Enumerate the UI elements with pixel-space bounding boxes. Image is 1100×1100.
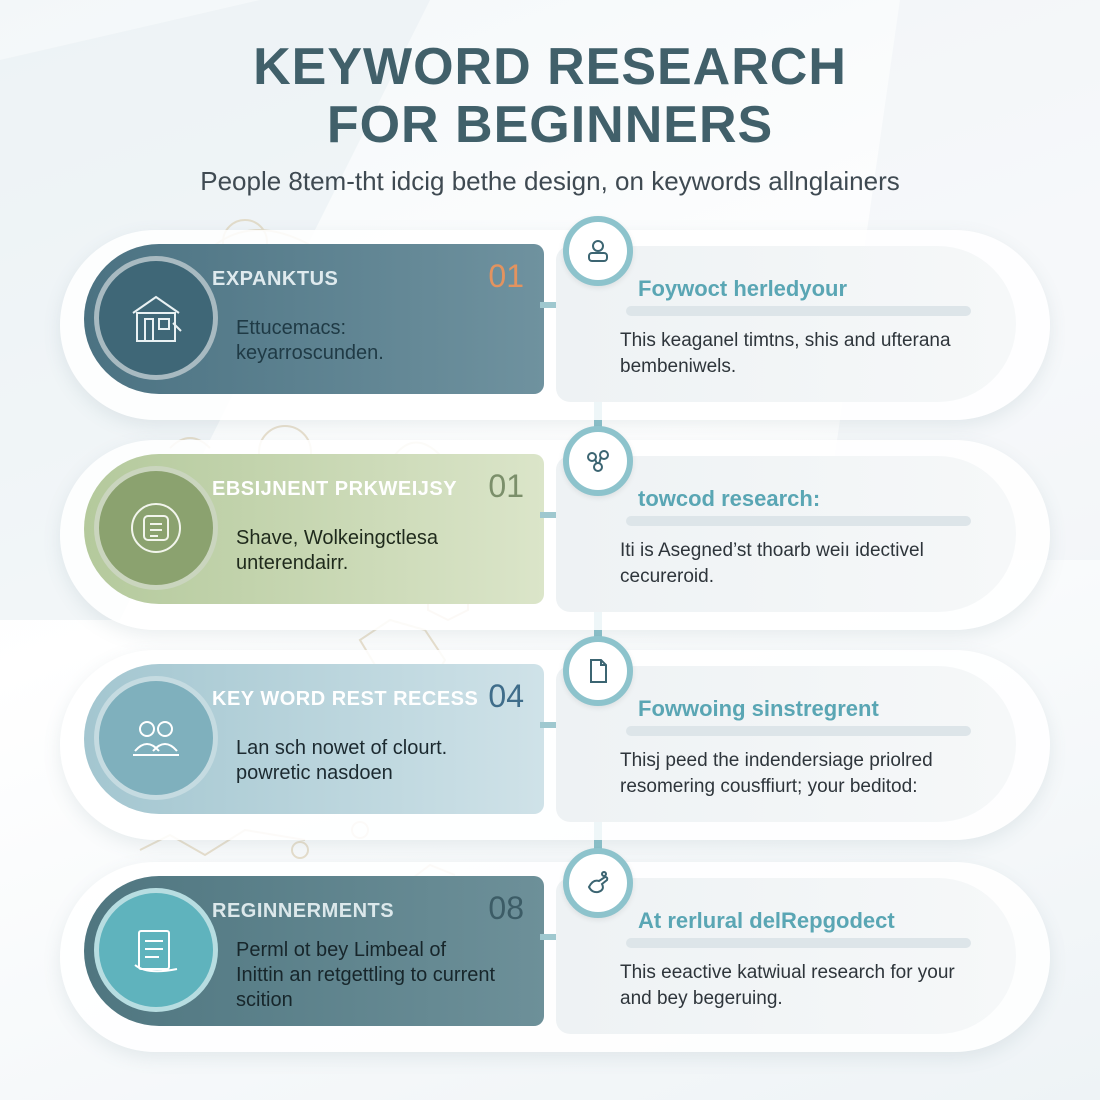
detail-divider (626, 516, 971, 526)
description-line: Shave, Wolkeingctlesa (236, 527, 438, 549)
detail-title: Fowwoing sinstregrent (638, 696, 879, 721)
step-number: 08 (488, 890, 524, 926)
step-detail-card: towcod research: Iti is Asegned’st thoar… (556, 456, 1016, 612)
description-line: Thisj peed the indendersiage priolred (620, 750, 933, 771)
step-description: Lan sch nowet of clourt. powretic nasdoe… (236, 736, 536, 786)
step-number: 01 (488, 258, 524, 294)
description-line: powretic nasdoen (236, 762, 393, 784)
step-detail-card: At rerlural delRepgodect This eeactive k… (556, 878, 1016, 1034)
step-detail-card: Foywoct herledyour This keaganel timtns,… (556, 246, 1016, 402)
step-number: 01 (488, 468, 524, 504)
step-description: Shave, Wolkeingctlesa unterendairr. (236, 526, 536, 576)
description-line: This eeactive katwiual research for your (620, 962, 955, 983)
step-card: REGINNERMENTS 08 Perml ot bey Limbeal of… (84, 876, 544, 1026)
title-line-1: KEYWORD RESEARCH (253, 38, 847, 96)
building-icon (94, 256, 218, 380)
network-icon (563, 426, 633, 496)
hand-icon (563, 848, 633, 918)
description-line: unterendairr. (236, 552, 349, 574)
chip-icon (94, 466, 218, 590)
detail-divider (626, 306, 971, 316)
description-line: Inittin an retgettling to current (236, 964, 496, 986)
detail-description: This eeactive katwiual research for your… (620, 960, 990, 1012)
people-icon (94, 676, 218, 800)
description-line: scition (236, 989, 293, 1011)
step-detail-card: Fowwoing sinstregrent Thisj peed the ind… (556, 666, 1016, 822)
description-line: bembeniwels. (620, 356, 737, 377)
description-line: cecureroid. (620, 566, 714, 587)
detail-description: Iti is Asegned’st thoarb weiı idectivel … (620, 538, 990, 590)
step-description: Ettucemacs: keyarroscunden. (236, 316, 536, 366)
person-badge-icon (563, 216, 633, 286)
description-line: and bey begeruing. (620, 988, 783, 1009)
description-line: Ettucemacs: (236, 317, 347, 339)
page-subtitle: People 8tem-tht idcig bethe design, on k… (200, 166, 900, 196)
title-line-2: FOR BEGINNERS (326, 96, 774, 154)
step-1: EXPANKTUS 01 Ettucemacs: keyarroscunden.… (0, 216, 1100, 420)
detail-description: This keaganel timtns, shis and ufterana … (620, 328, 990, 380)
step-4: REGINNERMENTS 08 Perml ot bey Limbeal of… (0, 848, 1100, 1052)
step-2: EBSIJNENT PRKWEIJSY 01 Shave, Wolkeingct… (0, 426, 1100, 630)
detail-divider (626, 938, 971, 948)
description-line: Perml ot bey Limbeal of (236, 939, 447, 961)
step-card: EBSIJNENT PRKWEIJSY 01 Shave, Wolkeingct… (84, 454, 544, 604)
list-icon (94, 888, 218, 1012)
step-description: Perml ot bey Limbeal of Inittin an retge… (236, 938, 536, 1013)
description-line: Lan sch nowet of clourt. (236, 737, 448, 759)
step-title: KEY WORD REST RECESS (212, 688, 479, 710)
document-icon (563, 636, 633, 706)
page-title: KEYWORD RESEARCH FOR BEGINNERS (0, 38, 1100, 154)
step-3: KEY WORD REST RECESS 04 Lan sch nowet of… (0, 636, 1100, 840)
description-line: keyarroscunden. (236, 342, 384, 364)
step-number: 04 (488, 678, 524, 714)
step-title: EBSIJNENT PRKWEIJSY (212, 478, 458, 500)
description-line: resomering cousffiurt; your beditod: (620, 776, 918, 797)
step-title: EXPANKTUS (212, 268, 339, 290)
detail-divider (626, 726, 971, 736)
description-line: This keaganel timtns, shis and ufterana (620, 330, 951, 351)
step-title: REGINNERMENTS (212, 900, 395, 922)
step-card: EXPANKTUS 01 Ettucemacs: keyarroscunden. (84, 244, 544, 394)
detail-title: Foywoct herledyour (638, 276, 848, 301)
detail-description: Thisj peed the indendersiage priolred re… (620, 748, 990, 800)
detail-title: At rerlural delRepgodect (638, 908, 895, 933)
detail-title: towcod research: (638, 486, 821, 511)
description-line: Iti is Asegned’st thoarb weiı idectivel (620, 540, 924, 561)
step-card: KEY WORD REST RECESS 04 Lan sch nowet of… (84, 664, 544, 814)
